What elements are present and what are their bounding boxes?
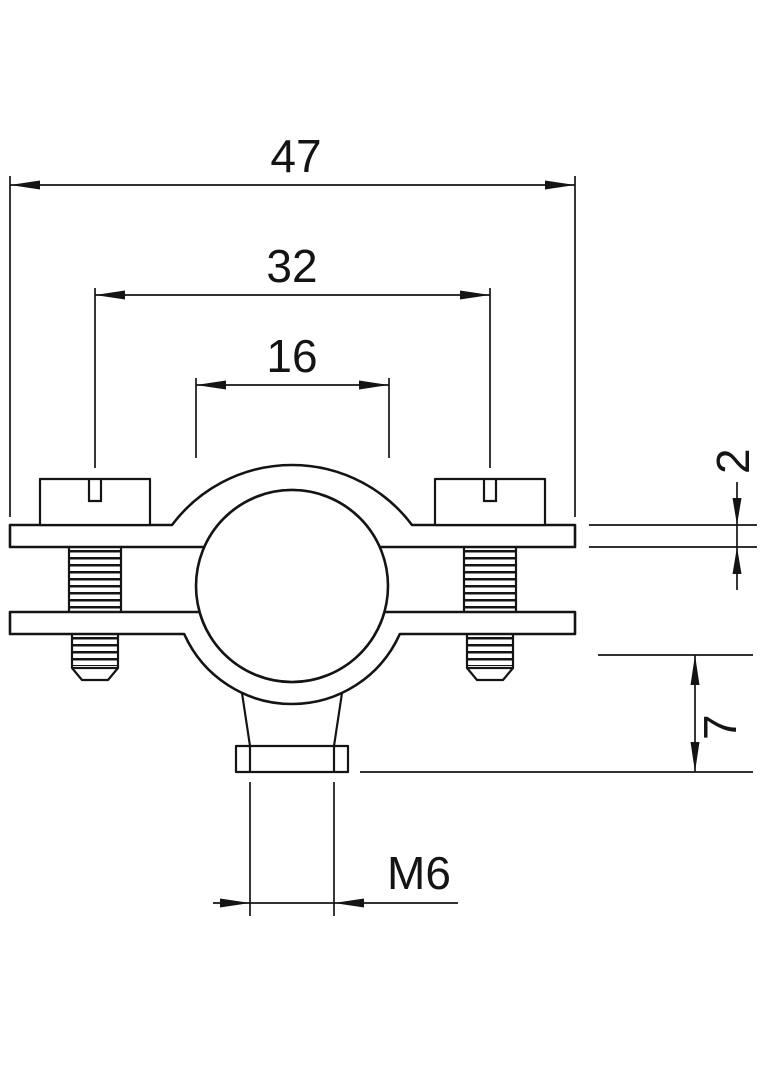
dimension-value-m6: M6 [387,847,451,899]
left-clamping-screw [38,477,152,682]
dimension-value-16: 16 [266,330,317,382]
boss-base [234,744,350,774]
right-screw-tip-chamfer [465,666,515,682]
right-screw-slot [482,479,498,503]
dimension-pipe-bore: 16 [195,330,390,458]
boss-right-side [332,692,344,747]
arrowhead [545,180,575,190]
pipe-bore-circle [194,488,390,684]
dimension-value-2: 2 [707,448,759,474]
dimension-value-32: 32 [266,240,317,292]
dimension-value-7: 7 [694,714,746,740]
arrowhead [690,742,700,772]
right-clamping-screw [433,477,547,682]
arrowhead [10,180,40,190]
arrowhead [196,380,226,390]
arrowhead [732,498,742,525]
dimension-value-47: 47 [270,130,321,182]
arrowhead [220,898,250,908]
dimension-boss-height: 7 [360,654,753,773]
clamp-body [8,463,577,774]
boss-left-side [240,692,252,747]
dimension-thread-size: M6 [213,782,458,916]
arrowhead [334,898,364,908]
dimension-bolt-spacing: 32 [94,240,491,468]
left-screw-slot [87,479,103,503]
arrowhead [460,290,490,300]
arrowhead [732,547,742,574]
arrowhead [95,290,125,300]
dimension-material-thickness: 2 [589,448,759,590]
dimension-overall-width: 47 [9,130,576,517]
left-screw-tip-chamfer [70,666,120,682]
arrowhead [690,655,700,685]
arrowhead [359,380,389,390]
